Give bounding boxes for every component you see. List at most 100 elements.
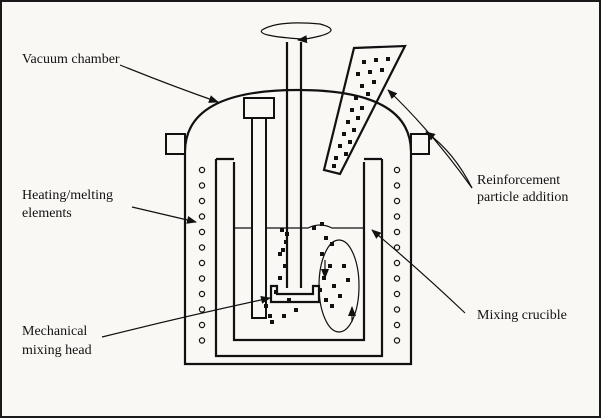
feed-block — [243, 97, 275, 119]
label-mixing-crucible: Mixing crucible — [477, 308, 567, 323]
heating-coil-icon — [198, 321, 206, 329]
particle-icon — [320, 222, 324, 226]
particle-icon — [344, 152, 348, 156]
flow-loop — [318, 239, 360, 333]
particle-icon — [294, 308, 298, 312]
mixing-crucible-inner — [232, 162, 366, 342]
label-reinforcement-line2: particle addition — [477, 190, 568, 205]
heating-coil-icon — [198, 166, 206, 174]
melt-particles — [264, 222, 350, 324]
left-lug — [165, 133, 186, 155]
particle-icon — [356, 72, 360, 76]
heating-elements-left — [198, 166, 206, 344]
particle-icon — [283, 264, 287, 268]
heating-coil-icon — [393, 244, 401, 251]
feed-rod — [251, 117, 267, 319]
particle-icon — [338, 144, 342, 148]
hopper-particles — [332, 57, 390, 168]
particle-icon — [354, 96, 358, 100]
right-lug — [410, 133, 430, 155]
label-mechanical-line1: Mechanical — [22, 324, 87, 339]
label-mechanical-line2: mixing head — [22, 343, 92, 358]
heating-coil-icon — [393, 321, 401, 329]
particle-icon — [372, 80, 376, 84]
particle-icon — [338, 294, 342, 298]
particle-icon — [278, 276, 282, 280]
particle-icon — [278, 252, 282, 256]
heating-coil-icon — [393, 290, 401, 298]
particle-icon — [346, 278, 350, 282]
particle-icon — [324, 236, 328, 240]
heating-coil-icon — [393, 197, 401, 205]
vacuum-chamber-outline — [183, 88, 413, 366]
particle-icon — [330, 304, 334, 308]
label-vacuum-chamber: Vacuum chamber — [22, 52, 120, 67]
particle-icon — [342, 264, 346, 268]
particle-icon — [356, 116, 360, 120]
heating-coil-icon — [393, 182, 401, 189]
particle-icon — [330, 242, 334, 246]
particle-icon — [274, 290, 278, 294]
particle-icon — [284, 240, 288, 244]
heating-coil-icon — [198, 275, 206, 282]
particle-icon — [350, 108, 354, 112]
particle-icon — [346, 120, 350, 124]
particle-icon — [380, 68, 384, 72]
heating-coil-icon — [393, 275, 401, 282]
heating-coil-icon — [198, 213, 206, 220]
heating-coil-icon — [198, 244, 206, 251]
label-heating-line1: Heating/melting — [22, 188, 113, 203]
label-heating-line2: elements — [22, 206, 72, 221]
particle-icon — [360, 106, 364, 110]
particle-icon — [287, 298, 291, 302]
leader-vacuum-chamber — [119, 64, 219, 103]
heating-coil-icon — [393, 166, 401, 174]
particle-icon — [312, 226, 316, 230]
particle-icon — [324, 298, 328, 302]
particle-icon — [342, 132, 346, 136]
leader-mixing-head — [101, 295, 271, 338]
heating-elements-right — [393, 166, 401, 344]
particle-icon — [374, 58, 378, 62]
mixing-crucible-outer — [214, 159, 384, 358]
leader-heating-elements — [131, 206, 197, 224]
heating-coil-icon — [198, 228, 206, 236]
heating-coil-icon — [393, 337, 401, 344]
leader-reinforcement-2 — [425, 131, 473, 189]
heating-coil-icon — [198, 197, 206, 205]
particle-icon — [362, 60, 366, 64]
particle-icon — [280, 228, 284, 232]
heating-coil-icon — [198, 306, 206, 313]
particle-icon — [366, 92, 370, 96]
particle-icon — [285, 232, 289, 236]
heating-coil-icon — [393, 306, 401, 313]
particle-icon — [281, 248, 285, 252]
mixing-head-impeller — [269, 284, 321, 304]
particle-icon — [360, 84, 364, 88]
particle-icon — [348, 140, 352, 144]
heating-coil-icon — [198, 290, 206, 298]
leader-mixing-crucible — [371, 229, 466, 314]
particle-icon — [386, 57, 390, 61]
heating-coil-icon — [393, 228, 401, 236]
rotation-arrow — [260, 22, 332, 44]
particle-icon — [270, 320, 274, 324]
heating-coil-icon — [198, 337, 206, 344]
particle-icon — [334, 156, 338, 160]
particle-icon — [318, 288, 322, 292]
heating-coil-icon — [393, 213, 401, 220]
particle-icon — [352, 128, 356, 132]
label-reinforcement-line1: Reinforcement — [477, 173, 560, 188]
particle-icon — [368, 70, 372, 74]
particle-icon — [320, 252, 324, 256]
particle-icon — [332, 284, 336, 288]
particle-icon — [328, 264, 332, 268]
reinforcement-hopper — [322, 44, 407, 176]
particle-icon — [282, 314, 286, 318]
heating-coil-icon — [393, 259, 401, 267]
particle-icon — [264, 304, 268, 308]
heating-coil-icon — [198, 259, 206, 267]
particle-icon — [268, 314, 272, 318]
